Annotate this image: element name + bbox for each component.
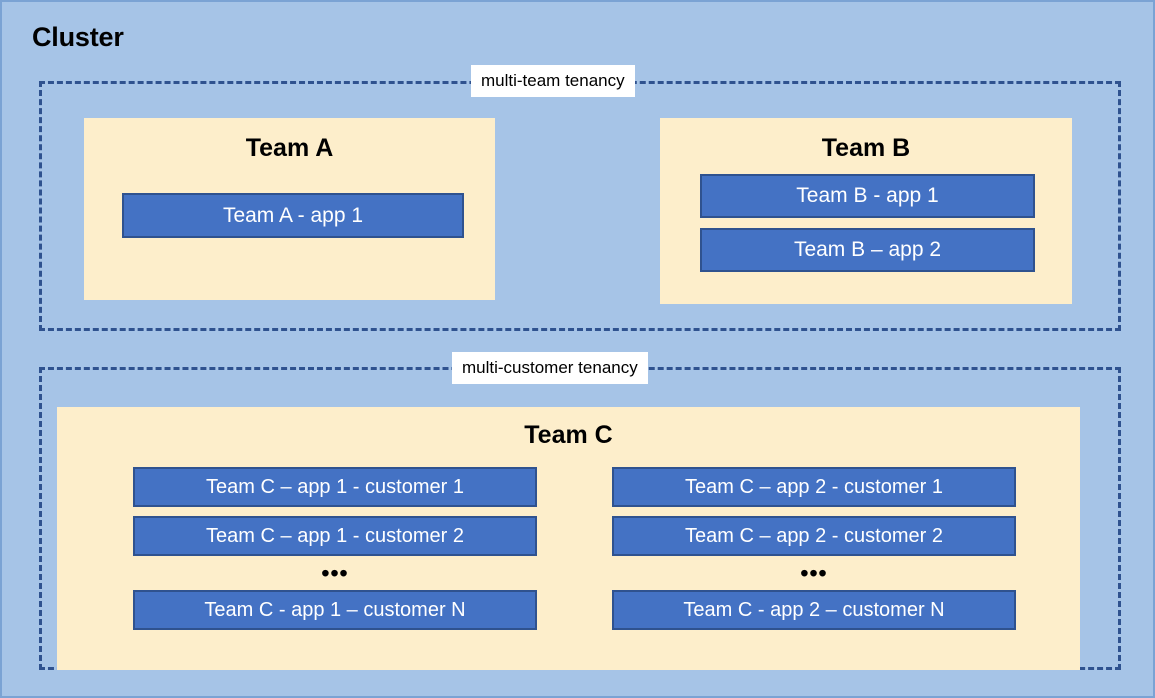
app-box-team-c-app-1-customer-2[interactable]: Team C – app 1 - customer 2 — [133, 516, 537, 556]
team-container-c: Team C Team C – app 1 - customer 1 Team … — [57, 407, 1080, 670]
team-title-c: Team C — [524, 421, 613, 449]
app-box-team-b-app-2[interactable]: Team B – app 2 — [700, 228, 1035, 272]
team-title-a: Team A — [245, 134, 334, 162]
app-box-team-c-app-2-customer-n[interactable]: Team C - app 2 – customer N — [612, 590, 1016, 630]
ellipsis-team-c-app-1: ••• — [321, 560, 349, 586]
app-list-team-a: Team A - app 1 — [122, 193, 464, 238]
cluster-title: Cluster — [32, 22, 124, 52]
ellipsis-team-c-app-2: ••• — [800, 560, 828, 586]
app-box-team-c-app-1-customer-n[interactable]: Team C - app 1 – customer N — [133, 590, 537, 630]
team-container-b: Team B Team B - app 1 Team B – app 2 — [660, 118, 1072, 304]
tenancy-label-multi-team: multi-team tenancy — [471, 65, 635, 97]
app-column-team-c-app-2: Team C – app 2 - customer 1 Team C – app… — [612, 467, 1016, 630]
team-title-b: Team B — [821, 134, 911, 162]
app-column-team-c-app-1: Team C – app 1 - customer 1 Team C – app… — [133, 467, 537, 630]
team-c-columns: Team C – app 1 - customer 1 Team C – app… — [133, 467, 1016, 630]
app-list-team-b: Team B - app 1 Team B – app 2 — [700, 174, 1035, 272]
app-box-team-c-app-2-customer-1[interactable]: Team C – app 2 - customer 1 — [612, 467, 1016, 507]
team-container-a: Team A Team A - app 1 — [84, 118, 495, 300]
tenancy-label-multi-customer: multi-customer tenancy — [452, 352, 648, 384]
app-box-team-b-app-1[interactable]: Team B - app 1 — [700, 174, 1035, 218]
app-box-team-a-app-1[interactable]: Team A - app 1 — [122, 193, 464, 238]
app-box-team-c-app-1-customer-1[interactable]: Team C – app 1 - customer 1 — [133, 467, 537, 507]
app-box-team-c-app-2-customer-2[interactable]: Team C – app 2 - customer 2 — [612, 516, 1016, 556]
